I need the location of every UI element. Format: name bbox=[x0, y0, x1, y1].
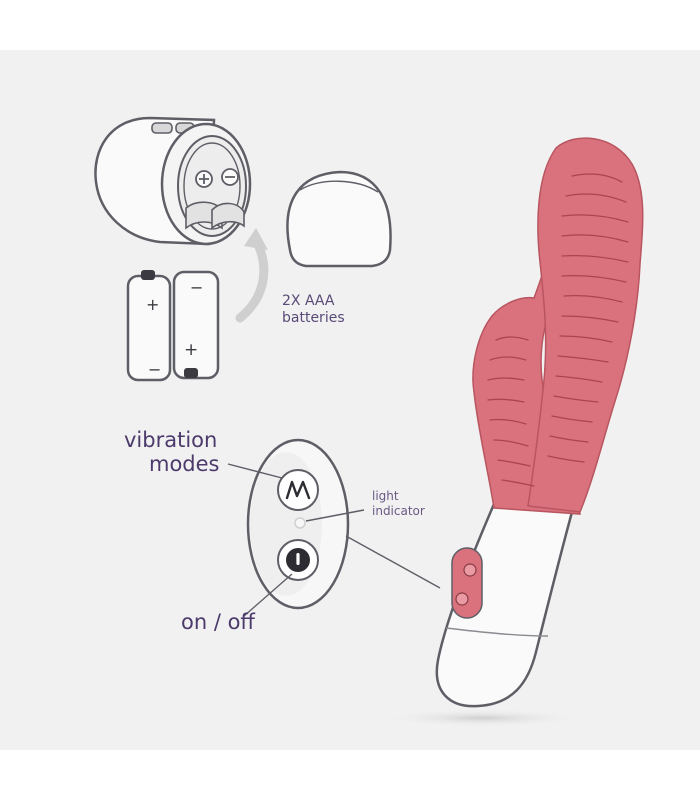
leader-line bbox=[345, 535, 441, 589]
on-off-label: on / off bbox=[181, 610, 255, 634]
leader-line bbox=[243, 573, 293, 617]
battery-left bbox=[126, 270, 172, 382]
batteries-label-line1: 2X AAA bbox=[282, 293, 335, 309]
light-indicator-label-line2: indicator bbox=[372, 504, 425, 518]
vibration-mode-button[interactable] bbox=[277, 469, 319, 511]
minus-sign-icon: − bbox=[190, 278, 204, 297]
cap-button-bump bbox=[151, 122, 173, 134]
floor-shadow bbox=[382, 709, 582, 727]
light-indicator-label-line1: light bbox=[372, 489, 399, 503]
wave-mode-icon bbox=[285, 480, 311, 500]
plus-sign-icon bbox=[195, 170, 213, 188]
battery-right bbox=[172, 270, 220, 380]
vibration-modes-label-line2: modes bbox=[149, 452, 220, 476]
end-cap bbox=[286, 170, 392, 268]
light-indicator-dot bbox=[294, 517, 306, 529]
silicone-head bbox=[472, 137, 644, 515]
vibration-modes-label-line1: vibration bbox=[124, 428, 218, 452]
minus-sign-icon: − bbox=[148, 360, 162, 379]
curved-arrow-icon bbox=[235, 235, 269, 323]
device-power-button bbox=[455, 592, 469, 606]
minus-sign-icon bbox=[221, 168, 239, 186]
plus-sign-icon: + bbox=[184, 340, 199, 360]
device-button-pad bbox=[451, 547, 483, 619]
power-button[interactable] bbox=[277, 539, 319, 581]
batteries-label-line2: batteries bbox=[282, 310, 345, 326]
device-mode-button bbox=[463, 563, 477, 577]
battery-compartment bbox=[94, 116, 252, 246]
leader-line bbox=[227, 463, 283, 479]
plus-sign-icon: + bbox=[146, 295, 160, 314]
leader-line bbox=[305, 509, 365, 522]
